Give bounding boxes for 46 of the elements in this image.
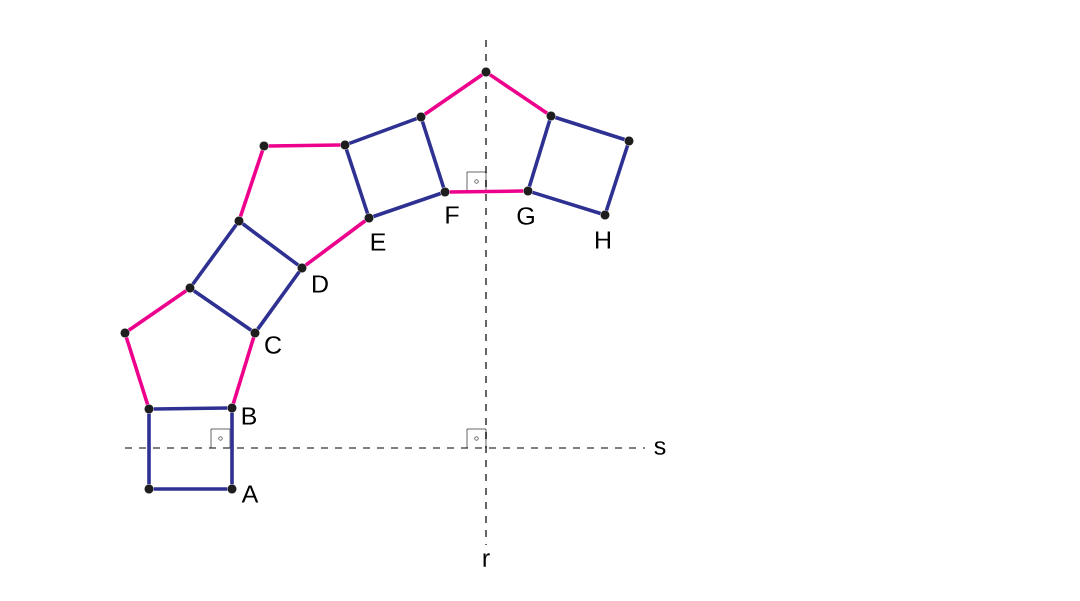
segment — [344, 148, 370, 215]
point-label: D — [313, 275, 328, 293]
point-label: C — [265, 336, 282, 354]
point — [234, 216, 244, 226]
segment — [192, 289, 253, 332]
segment — [372, 191, 442, 219]
segment — [423, 73, 484, 116]
segment — [531, 190, 602, 216]
segment — [153, 406, 228, 411]
point — [185, 283, 195, 293]
segment — [256, 270, 301, 331]
point — [481, 67, 491, 77]
line-label: s — [654, 441, 666, 455]
point — [144, 484, 154, 494]
point-label: H — [596, 231, 610, 249]
segment — [420, 120, 446, 189]
segment — [304, 219, 367, 267]
segment — [231, 336, 256, 405]
segment — [488, 73, 549, 115]
point — [624, 136, 634, 146]
point — [416, 112, 426, 122]
segment — [147, 413, 151, 485]
point — [120, 328, 130, 338]
segment — [127, 289, 188, 332]
point-label: A — [241, 485, 259, 503]
point — [340, 140, 350, 150]
segment — [268, 143, 341, 148]
point — [144, 404, 154, 414]
segment — [348, 116, 418, 146]
segment — [238, 149, 265, 218]
point — [259, 141, 269, 151]
segment — [449, 189, 524, 194]
point-label: B — [242, 407, 256, 425]
segment — [604, 144, 630, 212]
segment — [230, 412, 234, 485]
segment — [554, 115, 626, 142]
segment — [191, 223, 238, 286]
segment — [241, 222, 300, 267]
segment — [153, 487, 228, 491]
line-label: r — [483, 553, 490, 567]
point — [546, 111, 556, 121]
point-label: E — [371, 233, 386, 251]
segment — [124, 336, 150, 406]
point-label: G — [517, 207, 534, 225]
segment — [527, 119, 552, 188]
point-label: F — [446, 206, 459, 224]
